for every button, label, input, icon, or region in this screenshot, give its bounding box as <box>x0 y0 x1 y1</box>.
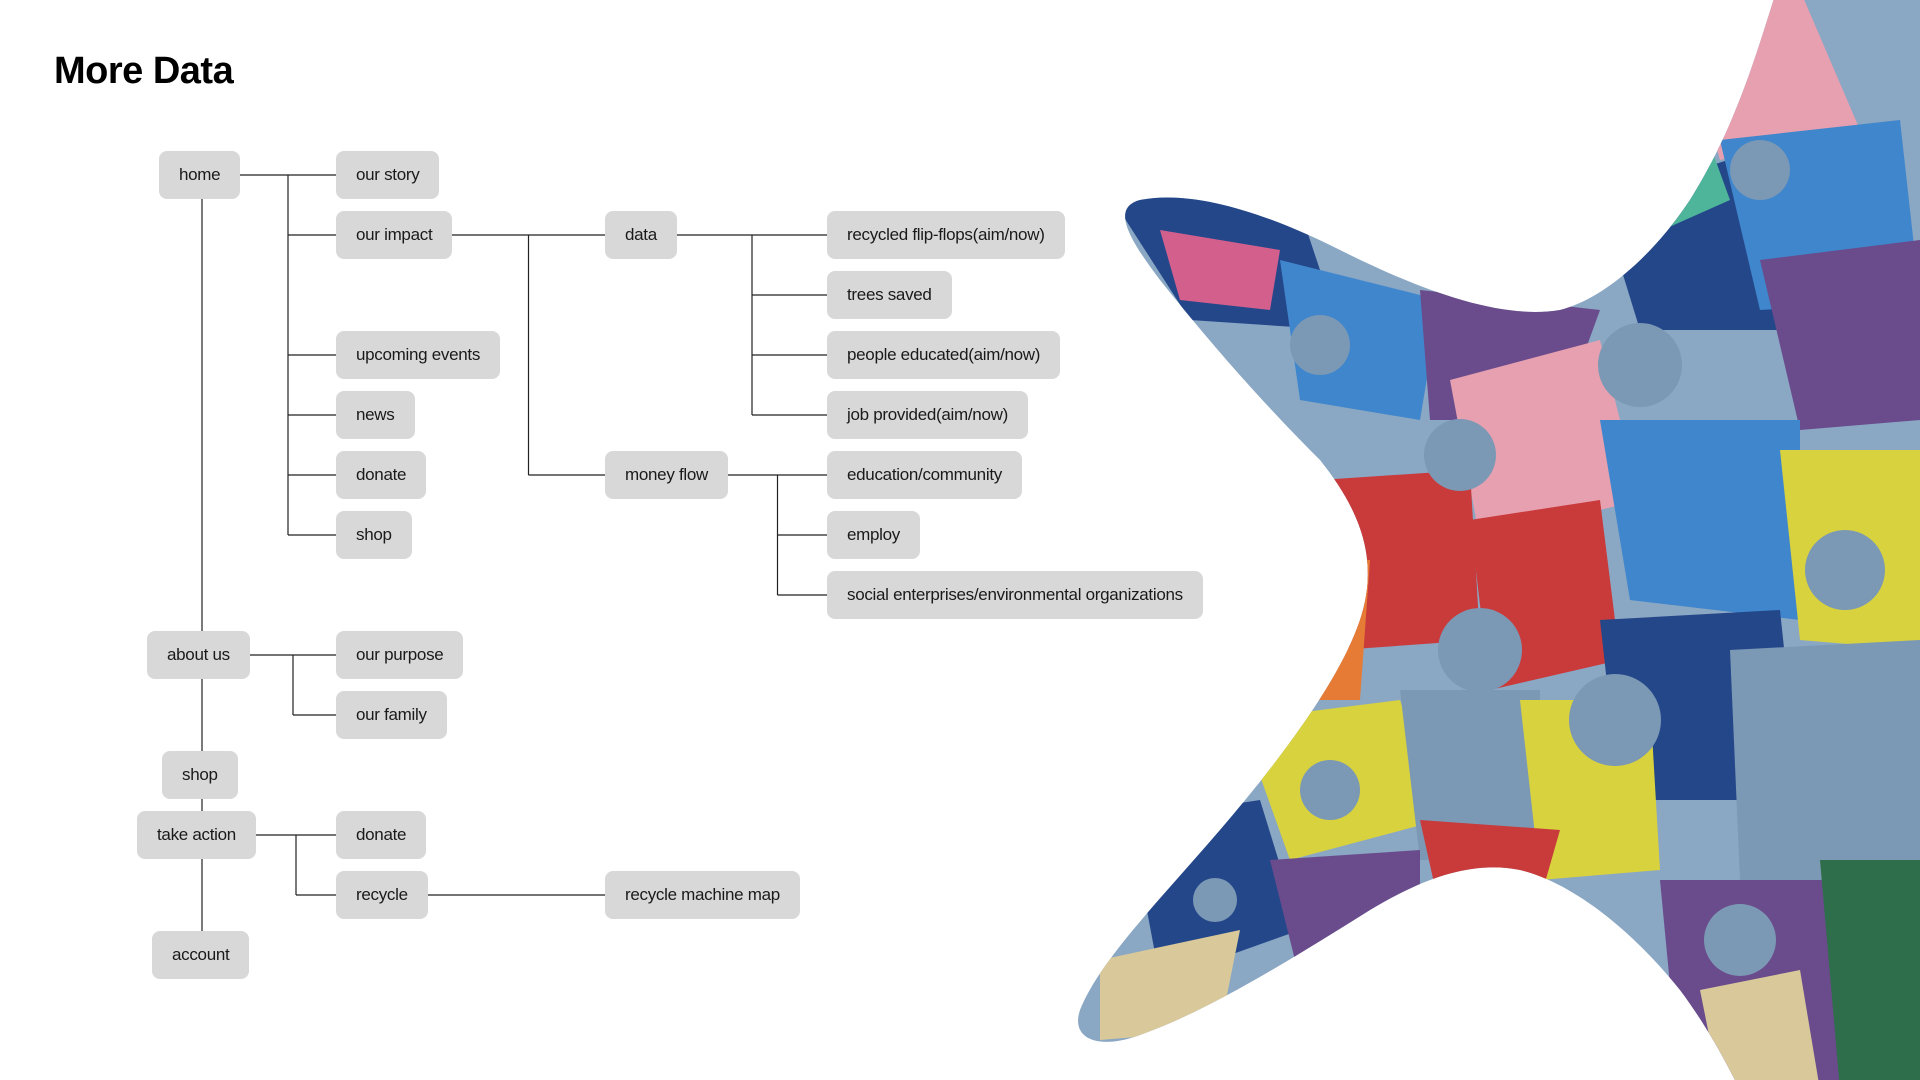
node-news[interactable]: news <box>336 391 415 439</box>
node-trees-saved[interactable]: trees saved <box>827 271 952 319</box>
node-our-purpose[interactable]: our purpose <box>336 631 464 679</box>
node-upcoming-events[interactable]: upcoming events <box>336 331 501 379</box>
node-social-enterprises[interactable]: social enterprises/environmental organiz… <box>827 571 1203 619</box>
node-take-action[interactable]: take action <box>137 811 256 859</box>
node-education-community[interactable]: education/community <box>827 451 1022 499</box>
node-money-flow[interactable]: money flow <box>605 451 728 499</box>
node-donate-action[interactable]: donate <box>336 811 427 859</box>
node-shop-sub[interactable]: shop <box>336 511 412 559</box>
node-account[interactable]: account <box>152 931 250 979</box>
node-about-us[interactable]: about us <box>147 631 250 679</box>
node-data[interactable]: data <box>605 211 677 259</box>
node-people-educated[interactable]: people educated(aim/now) <box>827 331 1061 379</box>
node-recycle-machine-map[interactable]: recycle machine map <box>605 871 800 919</box>
node-recycle[interactable]: recycle <box>336 871 428 919</box>
node-job-provided[interactable]: job provided(aim/now) <box>827 391 1028 439</box>
node-donate[interactable]: donate <box>336 451 427 499</box>
node-home[interactable]: home <box>159 151 241 199</box>
node-employ[interactable]: employ <box>827 511 921 559</box>
node-our-impact[interactable]: our impact <box>336 211 453 259</box>
node-shop[interactable]: shop <box>162 751 238 799</box>
node-recycled-flip-flops[interactable]: recycled flip-flops(aim/now) <box>827 211 1065 259</box>
node-our-family[interactable]: our family <box>336 691 447 739</box>
page-title: More Data <box>54 50 234 92</box>
starfish-illustration <box>1078 0 1920 1080</box>
node-our-story[interactable]: our story <box>336 151 440 199</box>
